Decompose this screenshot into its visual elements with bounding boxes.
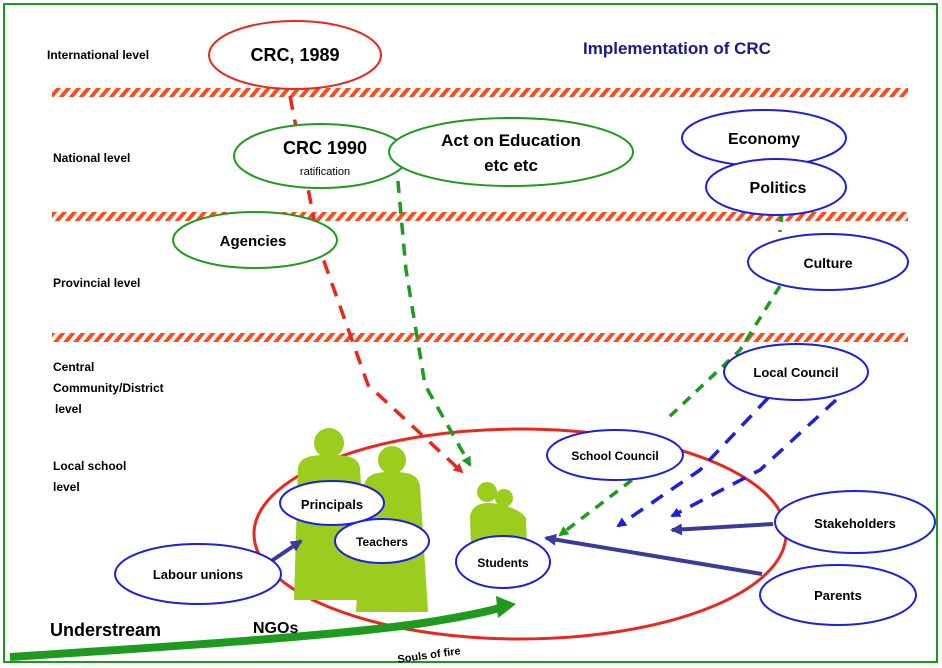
arrow-stakeholders (670, 522, 774, 536)
level-national: National level (53, 151, 130, 165)
node-students-label: Students (477, 556, 529, 570)
band-provincial-central (52, 333, 908, 342)
node-crc-1989 (208, 20, 382, 90)
node-school-council (546, 429, 684, 481)
node-labour-unions-label: Labour unions (153, 567, 243, 582)
arrow-act-to-students (394, 159, 472, 467)
node-students (455, 535, 551, 589)
node-school-council-label: School Council (571, 449, 658, 463)
band-national-provincial (52, 212, 908, 221)
node-teachers-label: Teachers (356, 535, 408, 549)
node-crc-1989-label: CRC, 1989 (250, 45, 339, 65)
understream-arrowhead (496, 596, 516, 618)
node-local-council (723, 343, 869, 401)
ngos-label: NGOs (253, 620, 298, 637)
level-central-line2: Community/District (53, 381, 164, 395)
level-provincial: Provincial level (53, 276, 140, 290)
node-labour-unions (114, 543, 282, 605)
band-international-national (52, 88, 908, 97)
node-parents-label: Parents (814, 588, 862, 603)
node-agencies (172, 211, 338, 269)
node-crc-1990-subtitle: ratification (300, 166, 350, 178)
diagram-title: Implementation of CRC (583, 39, 771, 58)
node-act-on-education (388, 117, 634, 187)
node-stakeholders-label: Stakeholders (814, 516, 896, 531)
node-principals (279, 480, 385, 526)
node-culture-label: Culture (804, 255, 853, 271)
node-culture (747, 233, 909, 291)
node-economy-label: Economy (728, 131, 800, 148)
node-stakeholders (774, 490, 936, 554)
node-parents (759, 564, 917, 626)
node-teachers (334, 518, 430, 564)
node-politics (705, 158, 847, 216)
understream-label: Understream (50, 620, 161, 640)
node-act-line1: Act on Education (441, 131, 581, 150)
node-agencies-label: Agencies (220, 233, 287, 250)
understream-curve (9, 602, 508, 661)
level-central-line1: Central (53, 360, 94, 374)
dash-culture-school-council (666, 285, 782, 420)
outer-frame (3, 3, 938, 663)
arrow-local-council-2 (670, 398, 838, 518)
node-local-council-label: Local Council (753, 365, 838, 380)
level-local-line2: level (53, 480, 80, 494)
arrow-parents (544, 533, 763, 576)
node-act-line2: etc etc (484, 156, 538, 175)
arrow-local-council-1 (616, 396, 770, 528)
node-politics-label: Politics (750, 180, 807, 197)
node-crc-1990-label: CRC 1990 (283, 138, 367, 158)
node-principals-label: Principals (301, 497, 363, 512)
level-local-line1: Local school (53, 459, 126, 473)
arrow-school-council-students (558, 478, 634, 537)
level-international: International level (47, 48, 149, 62)
level-central-line3: level (55, 402, 82, 416)
